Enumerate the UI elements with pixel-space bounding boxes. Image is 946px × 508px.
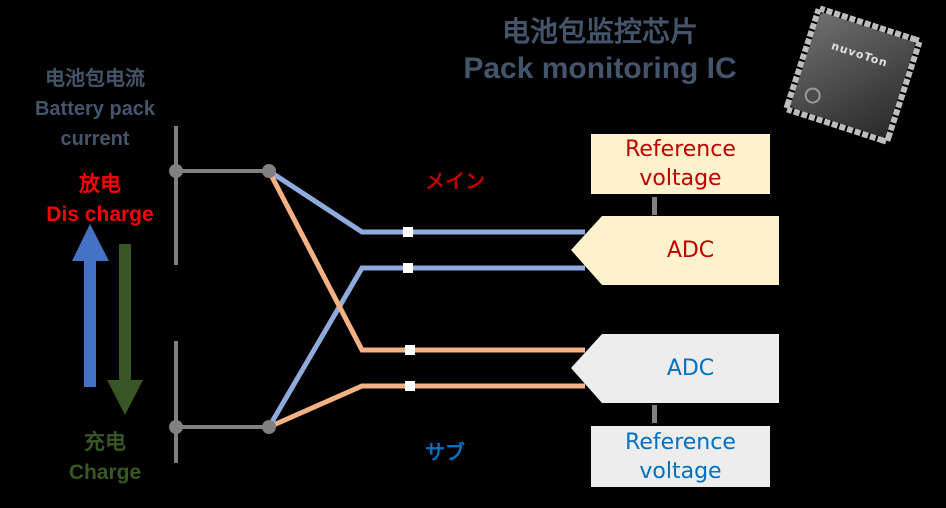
adc-sub-label: ADC (666, 356, 715, 381)
sub-line-lower (267, 383, 585, 430)
main-line-lower (266, 265, 585, 429)
terminal-square (403, 263, 413, 273)
adc-main-shape (571, 216, 779, 285)
ref-main-line1: Reference (625, 137, 736, 162)
terminal-square (405, 345, 415, 355)
sub-line-upper (266, 169, 585, 353)
discharge-label-en: Dis charge (46, 203, 154, 226)
junction-node (169, 420, 183, 434)
junction-node (262, 164, 276, 178)
charge-arrow-icon (107, 244, 143, 415)
adc-main-label: ADC (666, 238, 715, 263)
ref-sub-line2: voltage (639, 458, 722, 484)
reference-voltage-main: Reference voltage (591, 134, 770, 194)
discharge-label-zh: 放电 (79, 173, 121, 196)
battery-pack-current-label: 电池包电流 Battery pack current (0, 64, 190, 154)
ic-chip-icon: nuvoTon (783, 5, 923, 145)
ref-main-line2: voltage (639, 166, 722, 191)
charge-label-en: Charge (68, 461, 142, 484)
charge-label: 充电 Charge (30, 428, 180, 488)
ref-sub-line1: Reference (625, 429, 736, 455)
main-channel-label: メイン (425, 169, 485, 193)
current-label-en-1: Battery pack (34, 98, 156, 120)
current-label-en-2: current (60, 128, 130, 150)
title-english: Pack monitoring IC (463, 52, 737, 85)
junction-node (262, 420, 276, 434)
sub-channel-label: サブ (425, 440, 465, 464)
main-line-upper (267, 168, 585, 235)
ref-connector-main (652, 197, 657, 215)
current-label-zh: 电池包电流 (45, 68, 145, 90)
discharge-arrow-icon (72, 224, 109, 387)
charge-label-zh: 充电 (84, 431, 126, 454)
terminal-square (405, 381, 415, 391)
terminal-square (403, 227, 413, 237)
junction-node (169, 164, 183, 178)
ref-connector-sub (652, 405, 657, 423)
adc-sub-shape (571, 334, 779, 403)
title-chinese: 电池包监控芯片 (501, 15, 698, 48)
reference-voltage-sub: Reference voltage (591, 426, 770, 487)
discharge-label: 放电 Dis charge (20, 170, 180, 230)
